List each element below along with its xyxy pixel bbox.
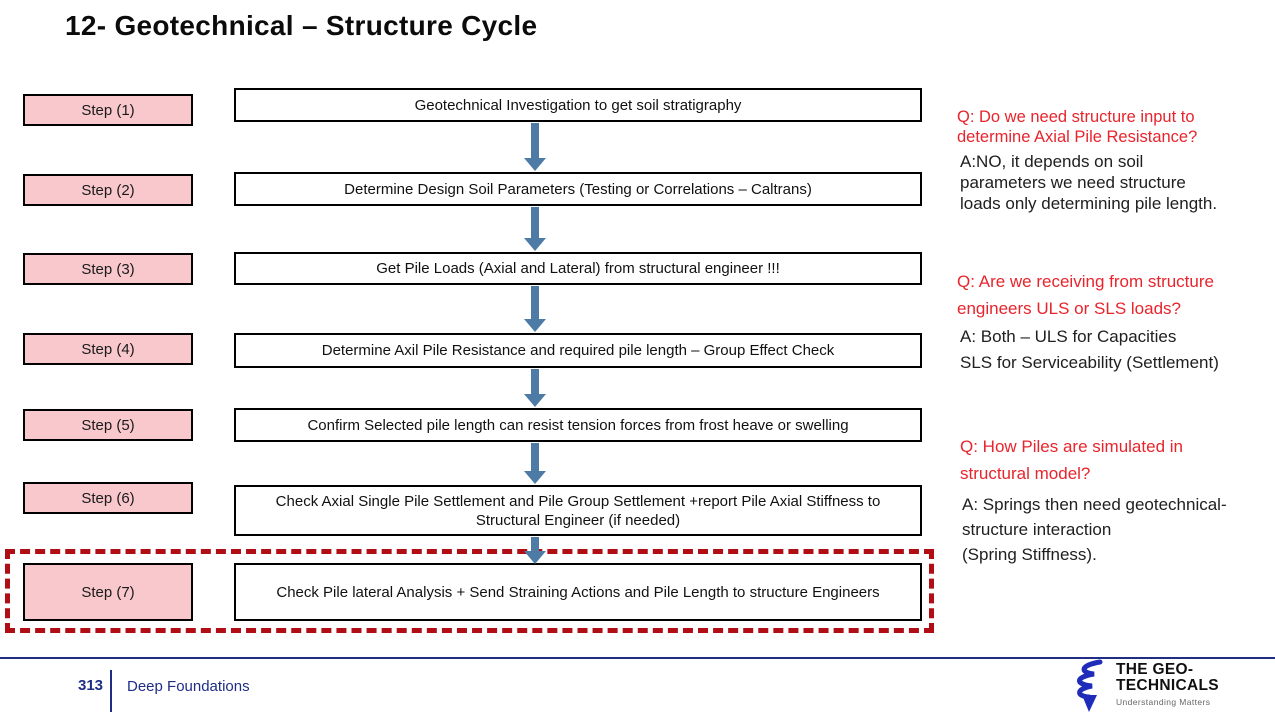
process-box-5: Confirm Selected pile length can resist … — [234, 408, 922, 442]
process-box-3: Get Pile Loads (Axial and Lateral) from … — [234, 252, 922, 285]
answer-1: A:NO, it depends on soil parameters we n… — [960, 152, 1218, 213]
geo-technicals-helix-logo-icon — [1072, 659, 1108, 718]
answer-3: A: Springs then need geotechnical- struc… — [962, 495, 1227, 564]
answer-2: A: Both – ULS for Capacities SLS for Ser… — [960, 327, 1219, 372]
brand-name-line1: THE GEO- — [1116, 661, 1194, 678]
step-box-6: Step (6) — [23, 482, 193, 514]
process-box-4: Determine Axil Pile Resistance and requi… — [234, 333, 922, 368]
question-1: Q: Do we need structure input to determi… — [957, 108, 1198, 146]
footer-divider-line — [0, 657, 1275, 659]
step-box-7: Step (7) — [23, 563, 193, 621]
footer-vertical-divider — [110, 670, 112, 712]
process-box-7: Check Pile lateral Analysis + Send Strai… — [234, 563, 922, 621]
brand-name-line2: TECHNICALS — [1116, 677, 1219, 694]
down-arrow-icon — [524, 286, 546, 332]
down-arrow-icon — [524, 369, 546, 407]
process-box-1: Geotechnical Investigation to get soil s… — [234, 88, 922, 122]
down-arrow-icon — [524, 123, 546, 171]
step-box-1: Step (1) — [23, 94, 193, 126]
step7-highlight-dashed-box — [5, 549, 934, 633]
brand-tagline: Understanding Matters — [1116, 697, 1211, 707]
step-box-3: Step (3) — [23, 253, 193, 285]
step-box-5: Step (5) — [23, 409, 193, 441]
page-number: 313 — [78, 677, 104, 694]
brand-text: THE GEO- TECHNICALS Understanding Matter… — [1116, 659, 1219, 708]
question-2: Q: Are we receiving from structure engin… — [957, 272, 1214, 318]
slide-title: 12- Geotechnical – Structure Cycle — [65, 10, 538, 41]
down-arrow-icon — [524, 443, 546, 484]
down-arrow-icon — [524, 537, 546, 564]
process-box-2: Determine Design Soil Parameters (Testin… — [234, 172, 922, 206]
question-3: Q: How Piles are simulated in structural… — [960, 437, 1183, 483]
brand-logo: THE GEO- TECHNICALS Understanding Matter… — [1072, 659, 1219, 718]
section-title: Deep Foundations — [127, 678, 250, 695]
step-box-2: Step (2) — [23, 174, 193, 206]
down-arrow-icon — [524, 207, 546, 251]
step-box-4: Step (4) — [23, 333, 193, 365]
process-box-6: Check Axial Single Pile Settlement and P… — [234, 485, 922, 536]
